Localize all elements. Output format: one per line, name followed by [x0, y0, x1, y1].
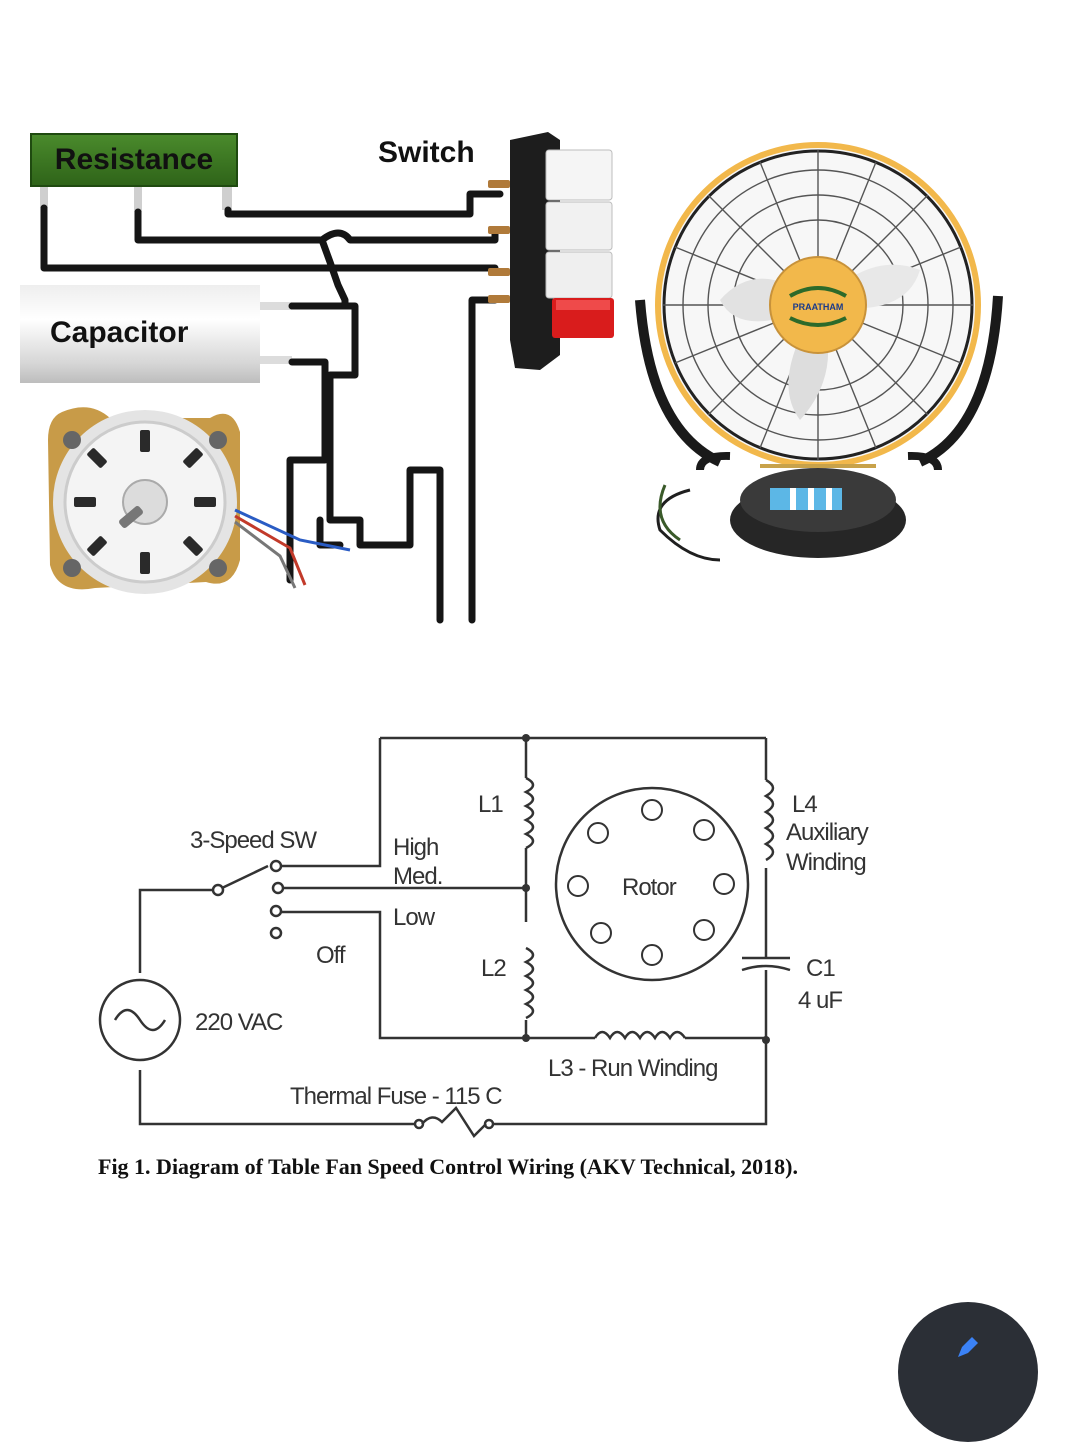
fuse-terminal-left: [413, 1118, 425, 1130]
inductor-l2: [523, 946, 535, 1020]
label-rotor: Rotor: [622, 874, 677, 901]
label-source: 220 VAC: [195, 1009, 283, 1036]
resistance-terminals: [40, 186, 232, 212]
switch-contact-low: [269, 904, 283, 918]
junction-med: [522, 884, 530, 892]
fuse-symbol: [421, 1106, 487, 1138]
inductor-l1: [523, 776, 535, 850]
label-l2: L2: [481, 955, 506, 982]
edit-icon: [958, 1337, 978, 1357]
switch-label: Switch: [378, 136, 475, 169]
piano-switch: [510, 132, 614, 370]
wire-bottom: [138, 1070, 415, 1126]
wiring-illustration: PRAATHAM: [40, 132, 1003, 624]
wire-high: [280, 738, 382, 868]
resistance-label: Resistance: [30, 133, 238, 187]
table-fan: PRAATHAM: [635, 142, 1003, 562]
switch-contact-med: [271, 881, 285, 895]
switch-blade: [221, 864, 269, 890]
inductor-l3: [593, 1030, 687, 1041]
switch-pivot: [211, 883, 225, 897]
inductor-l4: [763, 778, 775, 862]
fuse-terminal-right: [483, 1118, 495, 1130]
floating-action-button[interactable]: [898, 1302, 1038, 1442]
rotor-ring: [554, 786, 750, 982]
figure-caption: Fig 1. Diagram of Table Fan Speed Contro…: [98, 1154, 798, 1179]
wire-left: [138, 888, 214, 973]
ac-wave: [113, 1008, 167, 1032]
switch-pins: [488, 180, 510, 303]
wire-l2-bottom: [524, 1020, 595, 1040]
fan-motor: [48, 407, 351, 594]
label-aux-2: Winding: [786, 849, 866, 876]
label-med: Med.: [393, 863, 442, 890]
page: PRAATHAM Resistance Switch Capacitor: [20, 132, 1038, 1442]
junction-top-l1: [522, 734, 530, 742]
switch-title: 3-Speed SW: [190, 827, 317, 854]
label-l1: L1: [478, 791, 503, 818]
rotor-slots: [567, 799, 735, 966]
fan-brand: PRAATHAM: [793, 302, 844, 312]
switch-contact-high: [269, 859, 283, 873]
label-c1-value: 4 uF: [798, 987, 842, 1014]
label-off: Off: [316, 942, 346, 969]
wire-bottom-right: [492, 1040, 768, 1126]
capacitor-plate-bottom: [741, 964, 791, 972]
capacitor-label: Capacitor: [20, 285, 260, 383]
junction-l3: [522, 1034, 530, 1042]
label-fuse: Thermal Fuse - 115 C: [290, 1083, 502, 1110]
label-low: Low: [393, 904, 436, 931]
capacitor-terminals: [260, 302, 292, 364]
label-high: High: [393, 834, 438, 861]
label-l4: L4: [792, 791, 817, 818]
wire-low: [280, 910, 526, 1040]
junction-right: [762, 1036, 770, 1044]
ac-source: [98, 978, 182, 1062]
label-aux-1: Auxiliary: [786, 819, 869, 846]
schematic-diagram: 3-Speed SW High Med. Low Off 220 VAC L1 …: [98, 734, 870, 1138]
switch-contact-off: [269, 926, 283, 940]
label-l3: L3 - Run Winding: [548, 1055, 717, 1082]
label-c1: C1: [806, 955, 835, 982]
